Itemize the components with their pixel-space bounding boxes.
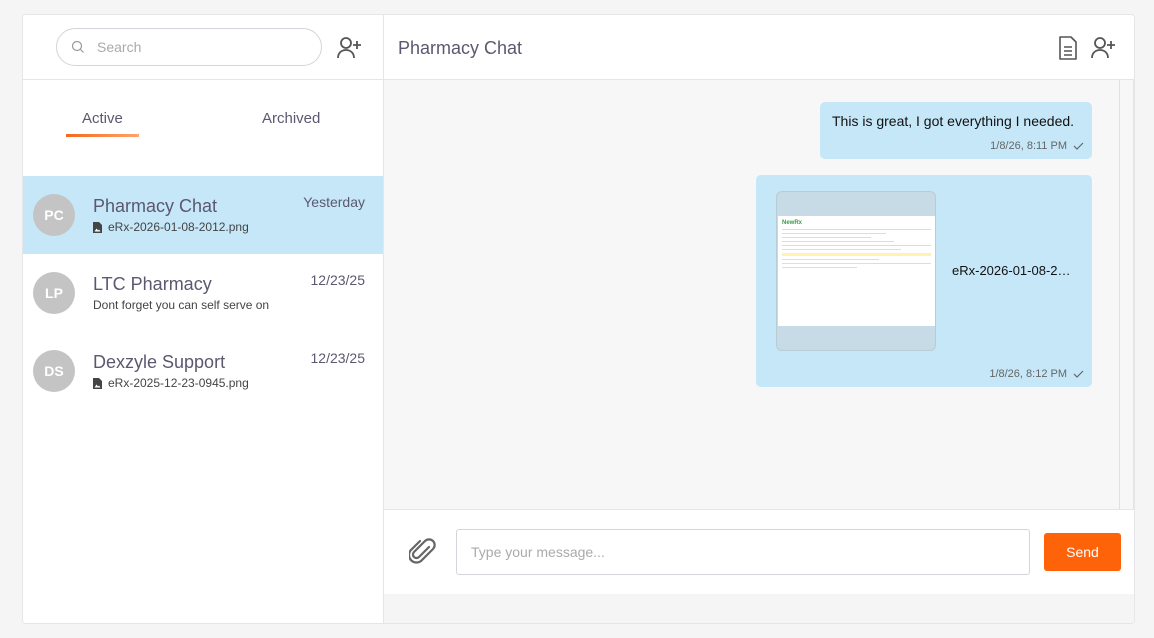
tab-archived[interactable]: Archived <box>262 110 321 127</box>
conversation-item[interactable]: PC Pharmacy Chat Yesterday eRx-2026-01-0… <box>23 176 383 254</box>
message-input[interactable] <box>456 529 1030 575</box>
sidebar: Active Archived PC Pharmacy Chat Yesterd… <box>23 15 384 623</box>
image-file-icon <box>93 221 102 233</box>
tab-active[interactable]: Active <box>66 110 139 137</box>
sidebar-header <box>23 15 383 80</box>
chat-header: Pharmacy Chat <box>384 15 1134 80</box>
conversation-name: Pharmacy Chat <box>93 196 218 216</box>
attachment-filename[interactable]: eRx-2026-01-08-2… <box>952 263 1071 278</box>
add-user-icon[interactable] <box>1090 36 1116 60</box>
chat-panel: Pharmacy Chat This is great, I got every… <box>384 15 1134 623</box>
send-button[interactable]: Send <box>1044 533 1121 571</box>
avatar: LP <box>33 272 75 314</box>
erx-document-preview: NewRx <box>778 216 935 326</box>
conversation-name: Dexzyle Support <box>93 352 226 372</box>
message-text: This is great, I got everything I needed… <box>832 113 1075 129</box>
conversation-name: LTC Pharmacy <box>93 274 212 294</box>
conversation-preview: eRx-2025-12-23-0945.png <box>108 376 249 390</box>
conversation-item[interactable]: LP LTC Pharmacy 12/23/25 Dont forget you… <box>23 254 383 332</box>
chat-title: Pharmacy Chat <box>398 38 523 58</box>
chat-app: Active Archived PC Pharmacy Chat Yesterd… <box>22 14 1135 624</box>
check-icon <box>1073 142 1084 150</box>
conversation-preview: eRx-2026-01-08-2012.png <box>108 220 249 234</box>
add-user-icon[interactable] <box>336 36 362 60</box>
document-icon[interactable] <box>1058 36 1078 60</box>
attachment-thumbnail[interactable]: NewRx <box>776 191 936 351</box>
search-box[interactable] <box>56 28 322 66</box>
check-icon <box>1073 370 1084 378</box>
conversation-preview: Dont forget you can self serve on <box>93 298 270 312</box>
search-input[interactable] <box>97 39 297 55</box>
attachment-bubble: NewRx eRx-2026-01-08-2… 1/8/26, 8:12 PM <box>756 175 1092 387</box>
avatar: DS <box>33 350 75 392</box>
message-time: 1/8/26, 8:11 PM <box>990 140 1067 152</box>
message-bubble: This is great, I got everything I needed… <box>820 102 1092 159</box>
image-file-icon <box>93 377 102 389</box>
avatar: PC <box>33 194 75 236</box>
conversation-tabs: Active Archived <box>23 80 383 176</box>
thumbnail-logo: NewRx <box>782 220 803 226</box>
scrollbar[interactable] <box>1119 80 1120 509</box>
search-icon <box>71 40 84 53</box>
paperclip-icon[interactable] <box>409 537 437 567</box>
message-list[interactable]: This is great, I got everything I needed… <box>384 80 1134 509</box>
footer-spacer <box>384 594 1134 623</box>
conversation-date: 12/23/25 <box>310 350 366 366</box>
message-composer: Send <box>384 509 1134 594</box>
conversation-date: Yesterday <box>303 194 365 210</box>
message-time: 1/8/26, 8:12 PM <box>989 368 1067 380</box>
conversation-item[interactable]: DS Dexzyle Support 12/23/25 eRx-2025-12-… <box>23 332 383 410</box>
conversation-date: 12/23/25 <box>310 272 366 288</box>
